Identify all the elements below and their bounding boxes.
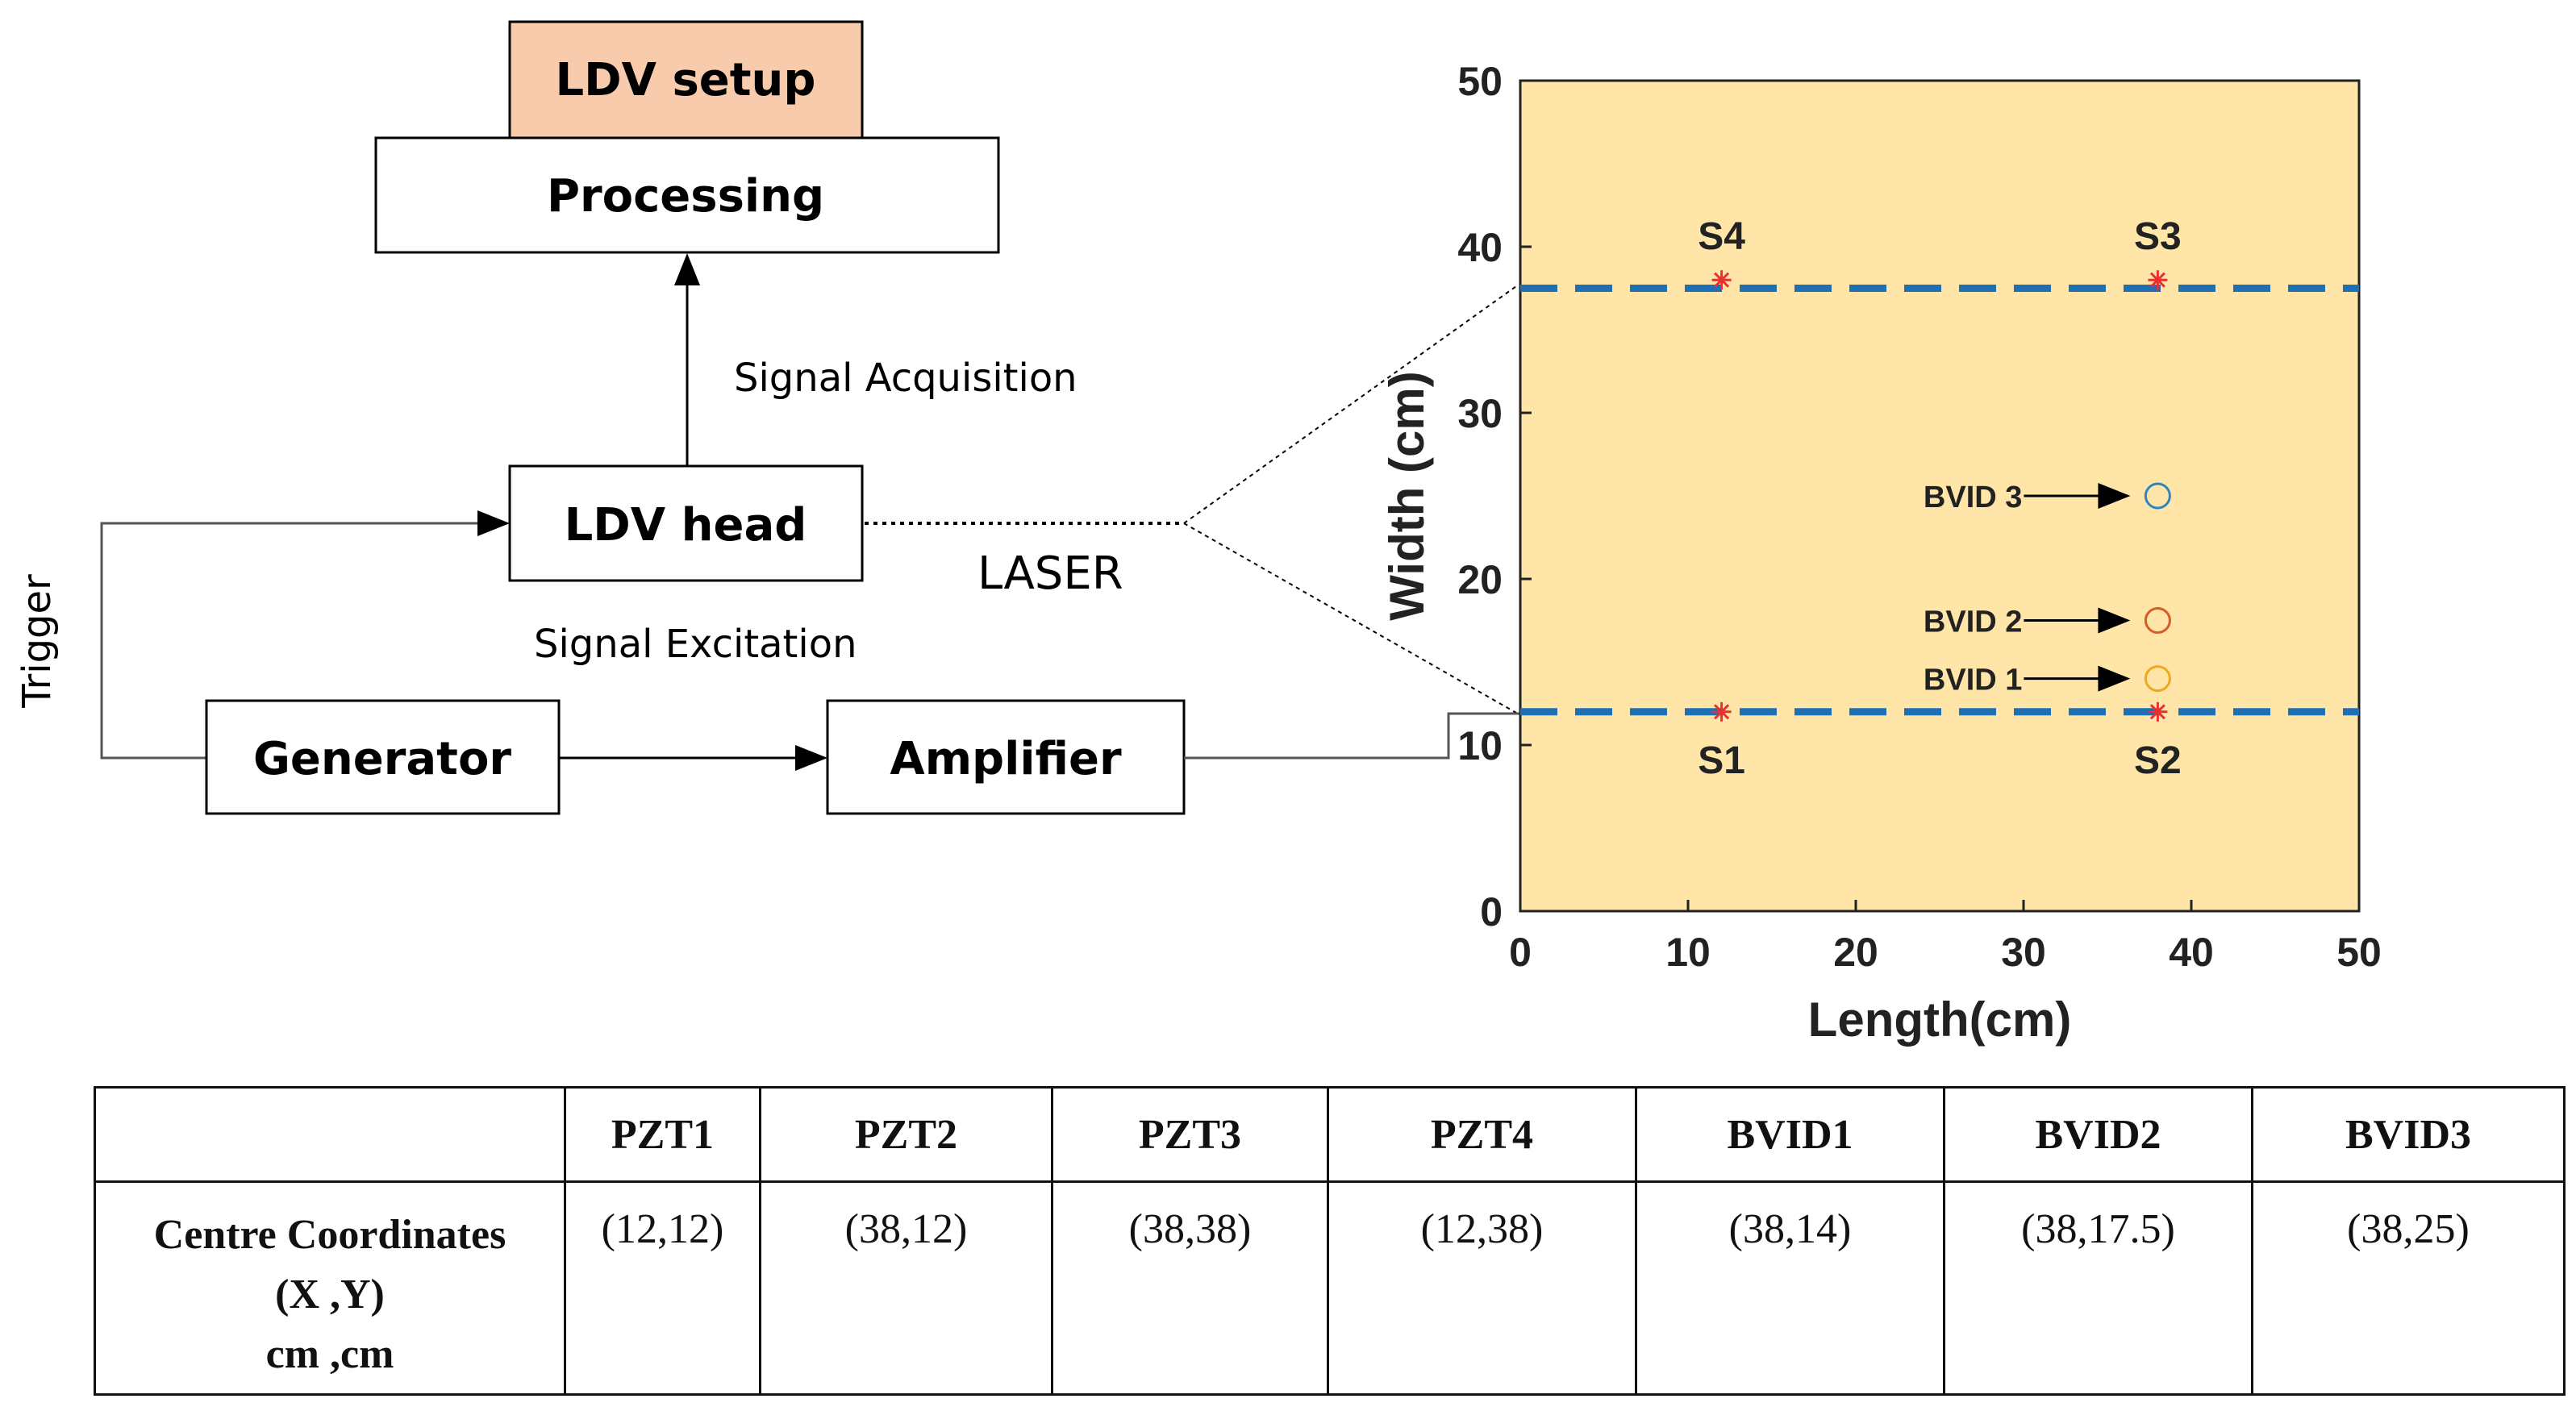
x-tick-label: 20: [1833, 930, 1878, 975]
generator-amplifier-arrowhead: [795, 745, 827, 771]
x-tick-label: 50: [2336, 930, 2382, 975]
table-row: Centre Coordinates (X ,Y) cm ,cm (12,12)…: [94, 1180, 2566, 1396]
signal-excitation-label: Signal Excitation: [534, 622, 857, 667]
dashed-lines: [1520, 285, 2359, 716]
trigger-label: Trigger: [15, 574, 60, 709]
generator-box: [205, 699, 561, 815]
table-header-cell: PZT3: [1051, 1086, 1329, 1183]
x-axis-label: Length(cm): [1808, 993, 2072, 1047]
table-cell: (38,38): [1051, 1180, 1329, 1396]
table-header-cell: BVID1: [1635, 1086, 1945, 1183]
table-cell: (38,25): [2251, 1180, 2566, 1396]
signal-acquisition-label: Signal Acquisition: [734, 356, 1078, 401]
table-cell: (38,14): [1635, 1180, 1945, 1396]
laser-label: LASER: [977, 547, 1123, 600]
setup-diagram: LDV setup Processing Signal Acquisition …: [15, 20, 2382, 1047]
table-row-label: Centre Coordinates (X ,Y) cm ,cm: [94, 1180, 566, 1396]
bvid-label: BVID 1: [1924, 664, 2022, 697]
table-header-cell: PZT2: [759, 1086, 1053, 1183]
ldv-setup-label: LDV setup: [555, 54, 815, 106]
table-header-cell: BVID2: [1943, 1086, 2253, 1183]
bvid-arrowhead: [2098, 665, 2131, 692]
amplifier-label: Amplifier: [890, 733, 1122, 785]
sensor-label: S3: [2134, 215, 2182, 258]
generator-label: Generator: [253, 733, 511, 785]
table-cell: (38,17.5): [1943, 1180, 2253, 1396]
sensor-marker: [2148, 270, 2168, 290]
processing-label: Processing: [547, 170, 824, 223]
bvid-label: BVID 3: [1924, 481, 2022, 514]
y-tick-label: 30: [1457, 391, 1503, 436]
x-tick-label: 30: [2001, 930, 2046, 975]
sensor-marker: [1711, 270, 1732, 290]
row-label-line: (X ,Y): [275, 1272, 385, 1318]
bvid-marker: [2144, 482, 2171, 510]
processing-box: [374, 136, 1000, 254]
bvid-marker: [2144, 607, 2171, 634]
y-tick-label: 50: [1457, 59, 1503, 104]
trigger-arrowhead: [477, 510, 510, 536]
acquisition-arrowhead: [674, 253, 700, 285]
laser-cone-top: [1183, 285, 1517, 524]
y-tick-label: 0: [1480, 889, 1503, 935]
sensor-marker: [1711, 701, 1732, 722]
sensor-label: S4: [1698, 215, 1745, 258]
laser-cone-bottom: [1183, 522, 1517, 714]
bvid-arrowhead: [2098, 483, 2131, 509]
table-header-row: PZT1 PZT2 PZT3 PZT4 BVID1 BVID2 BVID3: [94, 1086, 2566, 1183]
trigger-line: [100, 522, 500, 760]
y-tick-label: 40: [1457, 225, 1503, 270]
row-label-line: Centre Coordinates: [153, 1212, 506, 1258]
sensor-label: S1: [1698, 739, 1745, 782]
table-header-cell: BVID3: [2251, 1086, 2566, 1183]
x-tick-label: 10: [1665, 930, 1711, 975]
ldv-setup-box: [508, 20, 864, 139]
y-tick-label: 10: [1457, 723, 1503, 768]
table-header-cell: PZT1: [564, 1086, 761, 1183]
bvid-marker: [2144, 665, 2171, 693]
sensor-marker: [2148, 701, 2168, 722]
table-header-cell: PZT4: [1327, 1086, 1637, 1183]
bvid-arrowhead: [2098, 607, 2131, 634]
x-tick-label: 40: [2169, 930, 2214, 975]
y-axis-label: Width (cm): [1380, 371, 1434, 620]
sensor-label: S2: [2134, 739, 2182, 782]
table-header-cell: [94, 1086, 566, 1183]
bvid-label: BVID 2: [1924, 606, 2022, 639]
table-cell: (12,12): [564, 1180, 761, 1396]
y-tick-label: 20: [1457, 557, 1503, 602]
plate-area: [1519, 79, 2361, 913]
table-cell: (12,38): [1327, 1180, 1637, 1396]
axis-ticks: 0 10 20 30 40 50 0 10 20 30 40 50: [1457, 59, 2381, 975]
row-label-line: cm ,cm: [265, 1331, 394, 1377]
table-cell: (38,12): [759, 1180, 1053, 1396]
ldv-head-label: LDV head: [565, 499, 807, 552]
amplifier-box: [826, 699, 1186, 815]
block-diagram: LDV setup Processing Signal Acquisition …: [15, 20, 1713, 815]
coordinates-table: PZT1 PZT2 PZT3 PZT4 BVID1 BVID2 BVID3 Ce…: [94, 1086, 2566, 1396]
x-tick-label: 0: [1509, 930, 1532, 975]
